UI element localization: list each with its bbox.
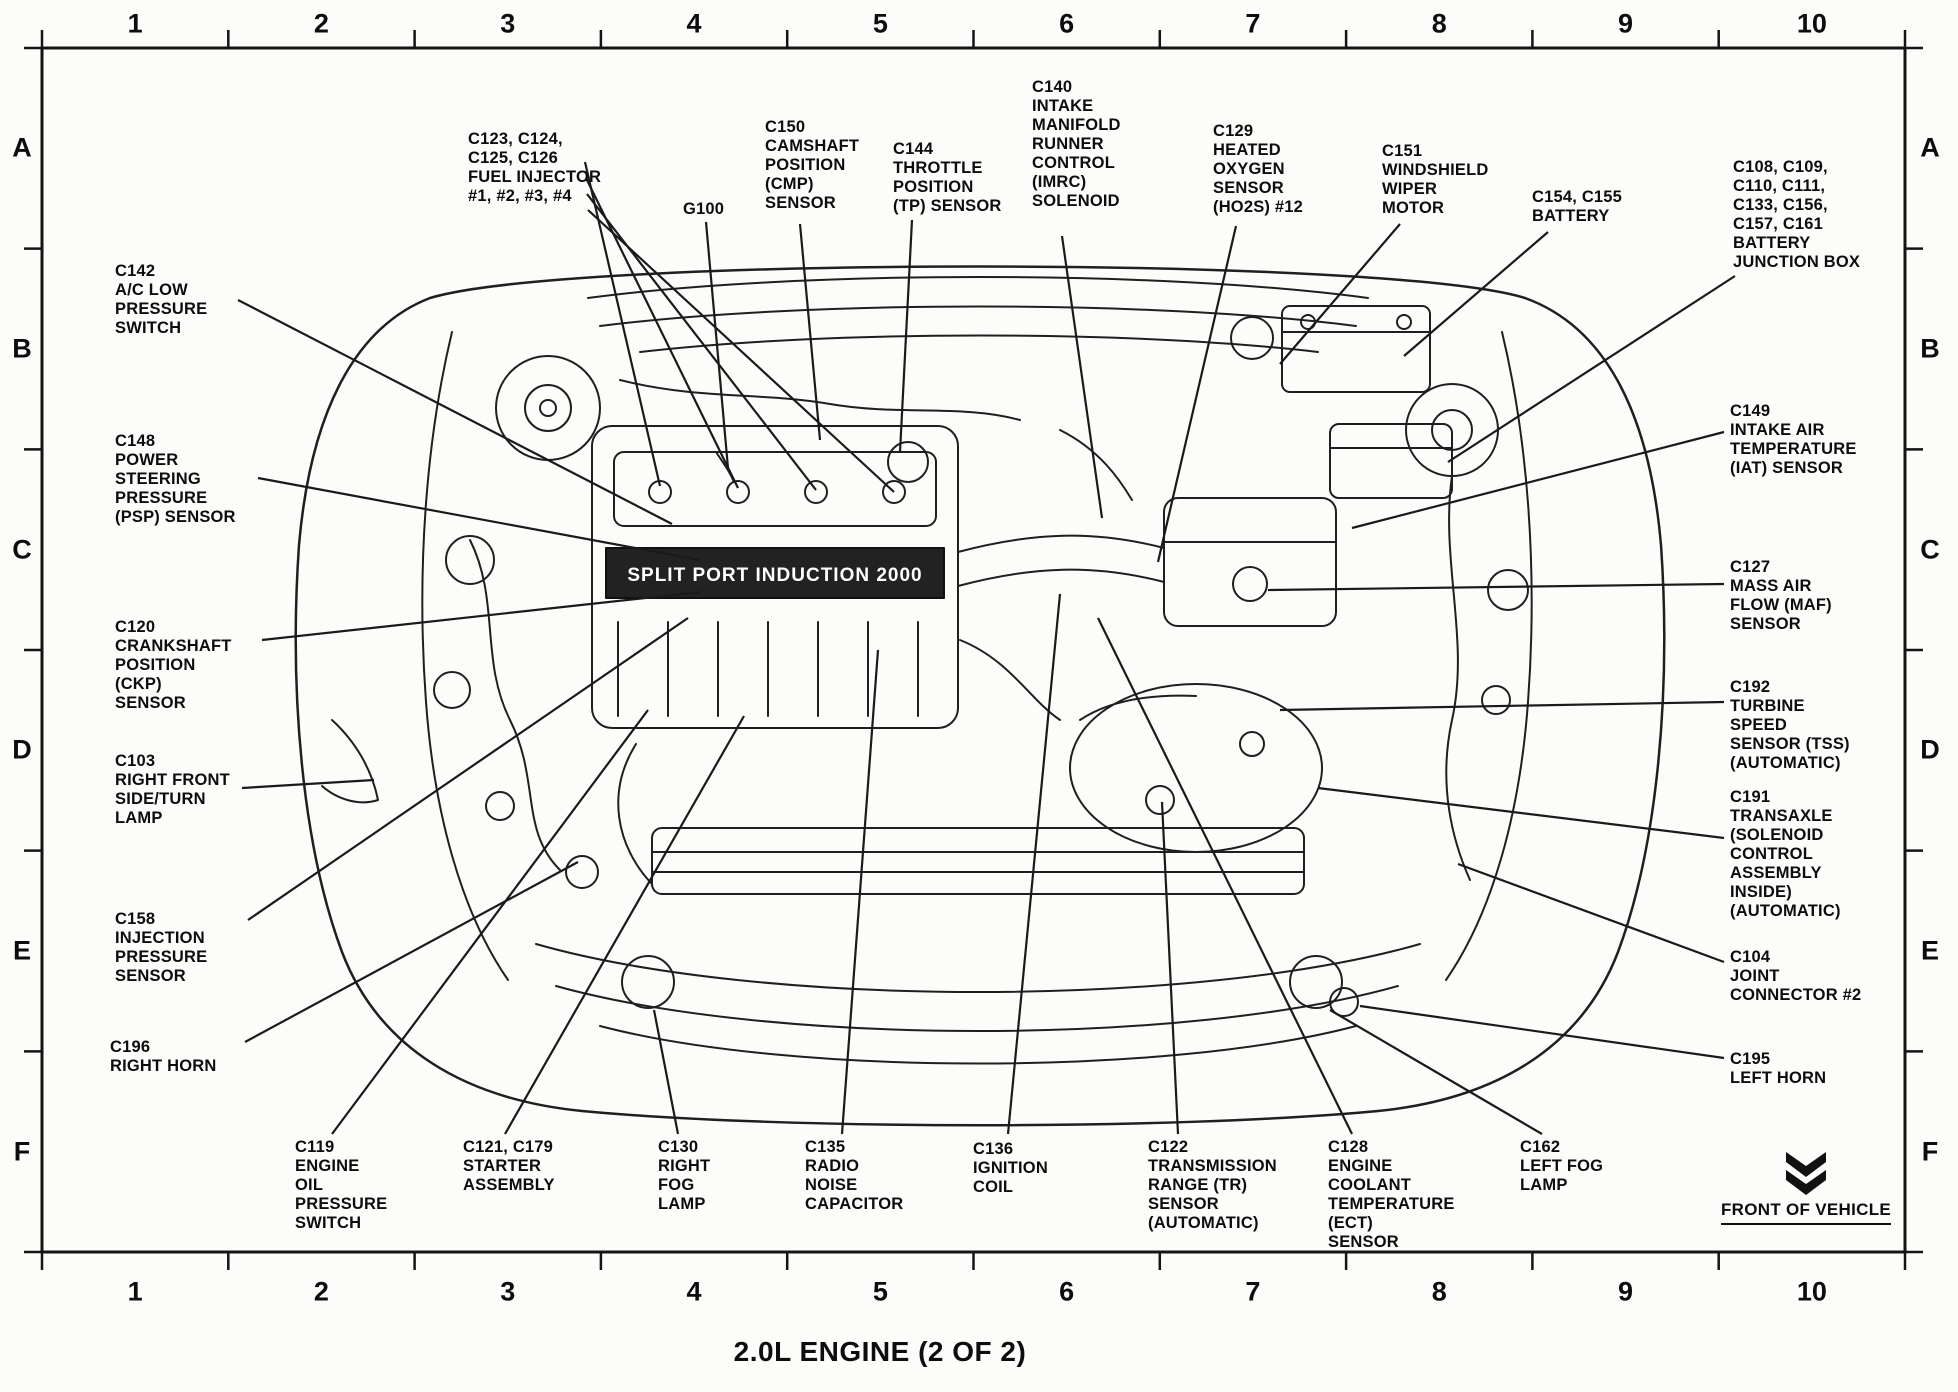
callout-c195-left-horn: C195 LEFT HORN bbox=[1730, 1050, 1827, 1087]
callout-c196-right-horn: C196 RIGHT HORN bbox=[110, 1038, 217, 1075]
callout-g100: G100 bbox=[683, 200, 725, 218]
callout-c151-windshield-wiper-motor: C151 WINDSHIELD WIPER MOTOR bbox=[1382, 142, 1489, 217]
grid-border-and-ticks bbox=[24, 30, 1923, 1270]
grid-row-C-left: C bbox=[12, 534, 32, 565]
callout-c127-mass-air-flow-sensor: C127 MASS AIR FLOW (MAF) SENSOR bbox=[1730, 558, 1832, 633]
callout-c140-imrc-solenoid: C140 INTAKE MANIFOLD RUNNER CONTROL (IMR… bbox=[1032, 78, 1121, 210]
callout-c121-c179-starter-assembly: C121, C179 STARTER ASSEMBLY bbox=[463, 1138, 555, 1194]
grid-row-B-left: B bbox=[12, 333, 32, 364]
callout-c158-injection-pressure-sensor: C158 INJECTION PRESSURE SENSOR bbox=[115, 910, 208, 985]
grid-col-10-top: 10 bbox=[1796, 8, 1827, 39]
callout-c162-left-fog-lamp: C162 LEFT FOG LAMP bbox=[1520, 1138, 1604, 1194]
callout-c104-joint-connector-2: C104 JOINT CONNECTOR #2 bbox=[1730, 948, 1862, 1004]
front-of-vehicle-label: FRONT OF VEHICLE bbox=[1720, 1200, 1892, 1225]
grid-row-F-right: F bbox=[1921, 1136, 1939, 1167]
front-of-vehicle-arrow-icon bbox=[1786, 1152, 1826, 1195]
callout-c149-intake-air-temperature-sensor: C149 INTAKE AIR TEMPERATURE (IAT) SENSOR bbox=[1730, 402, 1857, 477]
callout-c154-c155-battery: C154, C155 BATTERY bbox=[1532, 188, 1623, 225]
grid-row-C-right: C bbox=[1920, 534, 1940, 565]
grid-col-6-bottom: 6 bbox=[1059, 1276, 1075, 1307]
callout-c142-ac-low-pressure-switch: C142 A/C LOW PRESSURE SWITCH bbox=[115, 262, 208, 337]
callout-c120-crankshaft-position-sensor: C120 CRANKSHAFT POSITION (CKP) SENSOR bbox=[115, 618, 232, 712]
grid-row-A-left: A bbox=[12, 132, 32, 163]
grid-col-5-bottom: 5 bbox=[872, 1276, 888, 1307]
callout-c144-throttle-position-sensor: C144 THROTTLE POSITION (TP) SENSOR bbox=[893, 140, 1002, 215]
engine-illustration bbox=[294, 265, 1666, 1127]
callout-c103-right-front-side-turn-lamp: C103 RIGHT FRONT SIDE/TURN LAMP bbox=[115, 752, 230, 827]
grid-col-8-top: 8 bbox=[1431, 8, 1447, 39]
callout-c122-transmission-range-sensor: C122 TRANSMISSION RANGE (TR) SENSOR (AUT… bbox=[1148, 1138, 1277, 1232]
grid-row-D-right: D bbox=[1920, 734, 1940, 765]
callout-c129-heated-oxygen-sensor: C129 HEATED OXYGEN SENSOR (HO2S) #12 bbox=[1213, 122, 1304, 216]
grid-col-9-bottom: 9 bbox=[1618, 1276, 1634, 1307]
grid-row-E-right: E bbox=[1920, 935, 1940, 966]
grid-row-A-right: A bbox=[1920, 132, 1940, 163]
grid-col-7-top: 7 bbox=[1245, 8, 1261, 39]
grid-row-B-right: B bbox=[1920, 333, 1940, 364]
diagram-title: 2.0L ENGINE (2 OF 2) bbox=[733, 1336, 1027, 1367]
grid-col-6-top: 6 bbox=[1059, 8, 1075, 39]
callout-c192-turbine-speed-sensor: C192 TURBINE SPEED SENSOR (TSS) (AUTOMAT… bbox=[1730, 678, 1850, 772]
callout-c135-radio-noise-capacitor: C135 RADIO NOISE CAPACITOR bbox=[805, 1138, 904, 1213]
diagram-border bbox=[40, 46, 1907, 1254]
grid-col-3-top: 3 bbox=[500, 8, 516, 39]
callout-c123-c126-fuel-injector: C123, C124, C125, C126 FUEL INJECTOR #1,… bbox=[468, 130, 602, 205]
grid-row-D-left: D bbox=[12, 734, 32, 765]
callout-c148-power-steering-pressure-sensor: C148 POWER STEERING PRESSURE (PSP) SENSO… bbox=[115, 432, 236, 526]
engine-cover-text: SPLIT PORT INDUCTION 2000 bbox=[627, 565, 922, 586]
callout-c119-engine-oil-pressure-switch: C119 ENGINE OIL PRESSURE SWITCH bbox=[295, 1138, 388, 1232]
grid-row-F-left: F bbox=[13, 1136, 31, 1167]
grid-col-5-top: 5 bbox=[872, 8, 888, 39]
grid-col-2-top: 2 bbox=[313, 8, 329, 39]
callout-battery-junction-box: C108, C109, C110, C111, C133, C156, C157… bbox=[1733, 158, 1861, 271]
callout-c191-transaxle-solenoid-control: C191 TRANSAXLE (SOLENOID CONTROL ASSEMBL… bbox=[1730, 788, 1841, 920]
callout-c128-engine-coolant-temperature-sensor: C128 ENGINE COOLANT TEMPERATURE (ECT) SE… bbox=[1328, 1138, 1455, 1251]
grid-col-4-bottom: 4 bbox=[686, 1276, 702, 1307]
leader-lines bbox=[237, 161, 1736, 1135]
grid-col-1-bottom: 1 bbox=[127, 1276, 143, 1307]
grid-col-10-bottom: 10 bbox=[1796, 1276, 1827, 1307]
grid-row-E-left: E bbox=[12, 935, 32, 966]
grid-col-4-top: 4 bbox=[686, 8, 702, 39]
grid-col-7-bottom: 7 bbox=[1245, 1276, 1261, 1307]
grid-col-3-bottom: 3 bbox=[500, 1276, 516, 1307]
grid-col-1-top: 1 bbox=[127, 8, 143, 39]
front-of-vehicle: FRONT OF VEHICLE bbox=[1700, 1150, 1912, 1225]
grid-col-8-bottom: 8 bbox=[1431, 1276, 1447, 1307]
grid-col-2-bottom: 2 bbox=[313, 1276, 329, 1307]
callout-c136-ignition-coil: C136 IGNITION COIL bbox=[973, 1140, 1048, 1196]
callout-c150-camshaft-position-sensor: C150 CAMSHAFT POSITION (CMP) SENSOR bbox=[765, 118, 860, 212]
callout-c130-right-fog-lamp: C130 RIGHT FOG LAMP bbox=[658, 1138, 711, 1213]
grid-col-9-top: 9 bbox=[1618, 8, 1634, 39]
